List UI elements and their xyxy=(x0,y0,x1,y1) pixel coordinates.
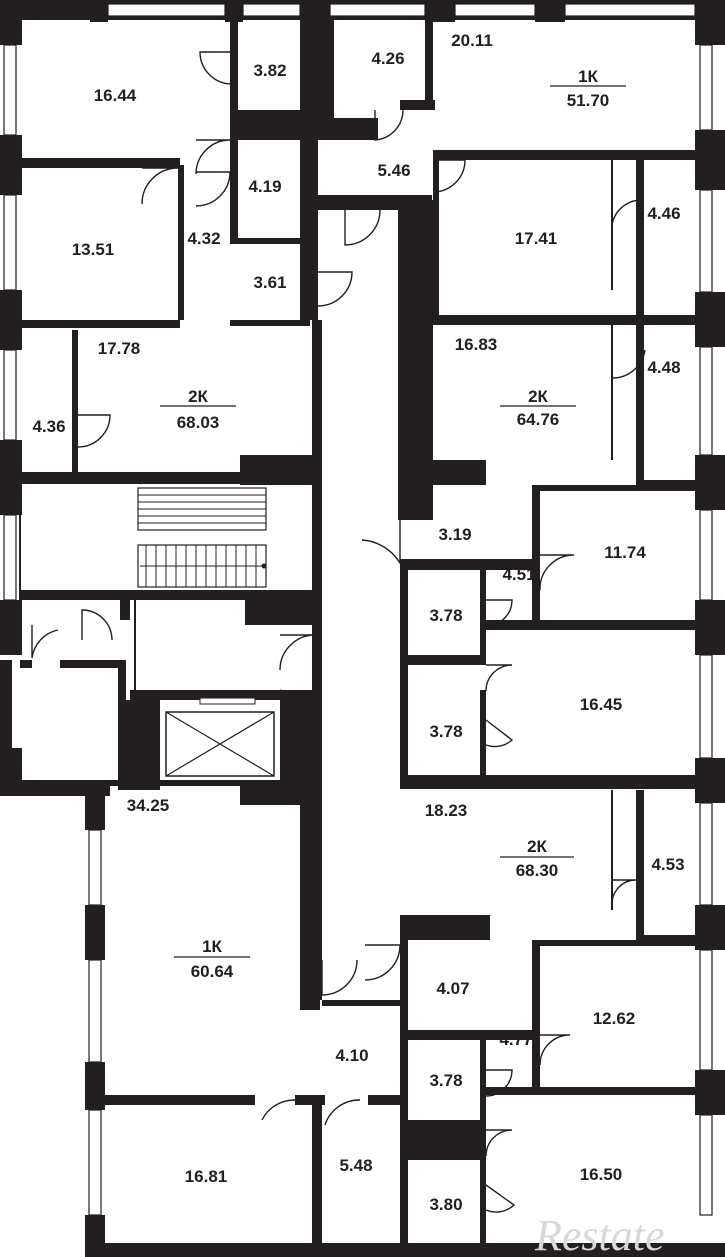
room-area: 12.62 xyxy=(593,1009,636,1028)
apartment-type: 2К xyxy=(188,387,208,406)
room-area: 17.78 xyxy=(98,339,141,358)
apartment-type: 1К xyxy=(202,937,222,956)
room-area: 3.78 xyxy=(429,1071,462,1090)
watermark-logo: Restate xyxy=(534,1211,665,1257)
room-area: 3.61 xyxy=(253,273,286,292)
room-area: 3.78 xyxy=(429,722,462,741)
room-area: 34.25 xyxy=(127,796,170,815)
apartment-type: 2К xyxy=(528,387,548,406)
room-area: 16.81 xyxy=(185,1167,228,1186)
apartment-2k-68-30: 2К 68.30 xyxy=(500,837,574,880)
room-area-labels: 16.44 3.82 4.26 20.11 5.46 4.19 13.51 4.… xyxy=(32,31,684,1214)
apartment-1k-60-64: 1К 60.64 xyxy=(174,937,250,981)
room-area: 17.41 xyxy=(515,229,558,248)
room-area: 18.23 xyxy=(425,801,468,820)
apartment-total-area: 68.30 xyxy=(516,861,559,880)
room-area: 5.48 xyxy=(339,1156,372,1175)
room-area: 5.46 xyxy=(377,161,410,180)
apartment-total-area: 51.70 xyxy=(567,91,610,110)
room-area: 4.10 xyxy=(335,1046,368,1065)
apartment-1k-51-70: 1К 51.70 xyxy=(550,67,626,110)
room-area: 4.46 xyxy=(647,204,680,223)
apartment-total-area: 68.03 xyxy=(177,413,220,432)
apartment-total-area: 64.76 xyxy=(517,410,560,429)
room-area: 3.80 xyxy=(429,1195,462,1214)
room-area: 16.50 xyxy=(580,1165,623,1184)
apartment-2k-64-76: 2К 64.76 xyxy=(500,387,576,429)
room-area: 4.32 xyxy=(187,229,220,248)
doors xyxy=(31,51,646,1213)
room-area: 13.51 xyxy=(72,240,115,259)
room-area: 16.44 xyxy=(94,86,137,105)
room-area: 4.26 xyxy=(371,49,404,68)
windows xyxy=(3,3,713,1216)
room-area: 3.19 xyxy=(438,525,471,544)
apartment-type: 2К xyxy=(527,837,547,856)
room-area: 4.53 xyxy=(651,855,684,874)
room-area: 20.11 xyxy=(451,31,493,50)
room-area: 4.51 xyxy=(502,565,535,584)
room-area: 3.78 xyxy=(429,606,462,625)
room-area: 4.48 xyxy=(647,358,680,377)
staircase xyxy=(137,487,267,588)
apartment-labels: 1К 51.70 2К 68.03 2К 64.76 1К 60.64 2К 6… xyxy=(160,67,626,981)
elevator-shaft xyxy=(160,697,280,780)
room-area: 4.36 xyxy=(32,417,65,436)
interior-walls xyxy=(20,20,698,1245)
room-area: 4.77 xyxy=(499,1030,532,1049)
apartment-total-area: 60.64 xyxy=(191,962,234,981)
apartment-type: 1К xyxy=(578,67,598,86)
room-area: 4.19 xyxy=(248,177,281,196)
room-area: 11.74 xyxy=(604,543,646,562)
room-area: 4.07 xyxy=(436,979,469,998)
room-area: 16.83 xyxy=(455,335,498,354)
room-area: 16.45 xyxy=(580,695,623,714)
room-area: 3.82 xyxy=(253,61,286,80)
apartment-2k-68-03: 2К 68.03 xyxy=(160,387,236,432)
